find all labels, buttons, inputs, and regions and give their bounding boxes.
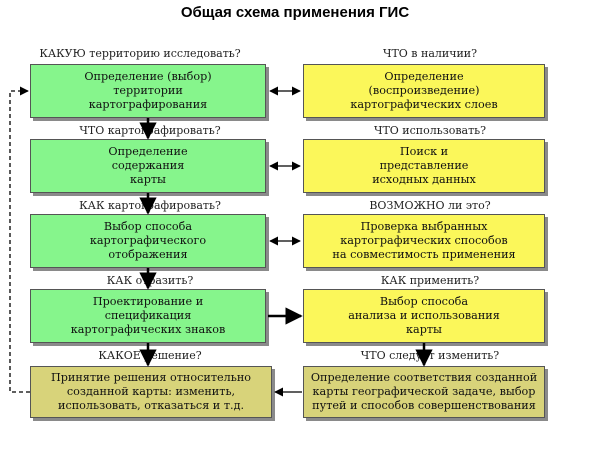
left-box-territory: Определение (выбор) территории картограф…	[30, 64, 266, 118]
diagram-title: Общая схема применения ГИС	[180, 4, 410, 21]
left-question-1: КАКУЮ территорию исследовать?	[39, 47, 241, 60]
right-box-data: Поиск и представление исходных данных	[303, 139, 545, 193]
feedback-loop	[9, 86, 30, 393]
right-question-2: ЧТО использовать?	[373, 124, 487, 137]
left-box-content: Определение содержания карты	[30, 139, 266, 193]
right-box-analysis: Выбор способа анализа и использования ка…	[303, 289, 545, 343]
right-question-4: КАК применить?	[380, 274, 480, 287]
right-question-3: ВОЗМОЖНО ли это?	[369, 199, 491, 212]
left-box-decision: Принятие решения относительно созданной …	[30, 366, 272, 418]
right-box-check: Проверка выбранных картографических спос…	[303, 214, 545, 268]
right-box-improve: Определение соответствия созданной карты…	[303, 366, 545, 418]
left-box-signs: Проектирование и спецификация картографи…	[30, 289, 266, 343]
right-question-1: ЧТО в наличии?	[382, 47, 478, 60]
right-box-layers: Определение (воспроизведение) картографи…	[303, 64, 545, 118]
